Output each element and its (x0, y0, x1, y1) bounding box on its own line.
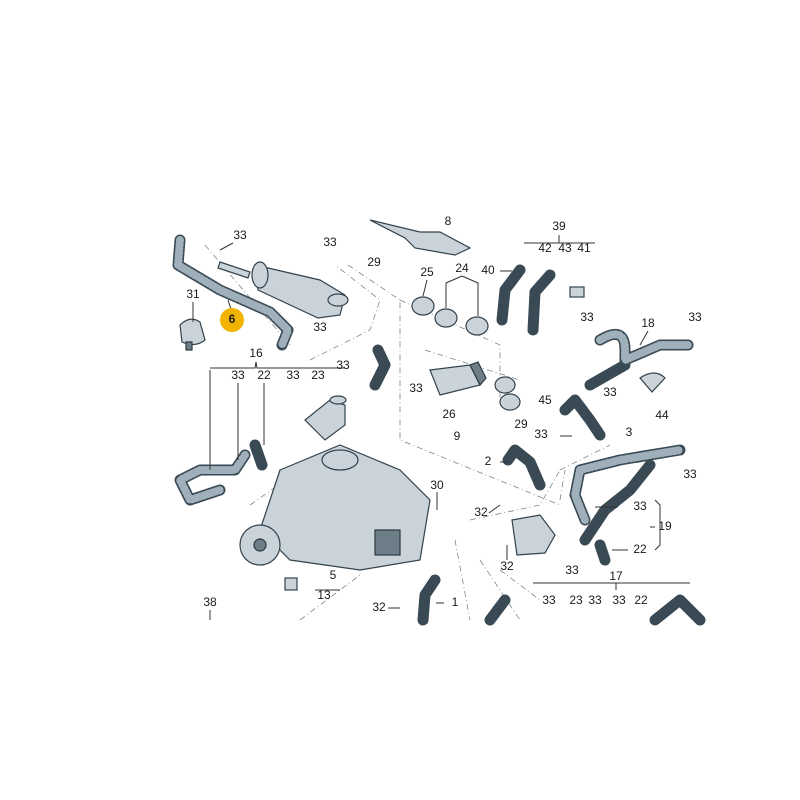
callout-19: 19 (658, 519, 672, 533)
callout-18: 18 (641, 316, 655, 330)
callout-16: 16 (249, 346, 263, 360)
callout-24: 24 (455, 261, 469, 275)
callout-5: 5 (330, 568, 337, 582)
callout-44: 44 (655, 408, 669, 422)
callout-33: 33 (683, 467, 697, 481)
callout-33: 33 (336, 358, 350, 372)
callout-17: 17 (609, 569, 623, 583)
callout-39: 39 (552, 219, 566, 233)
callout-33: 33 (233, 228, 247, 242)
callout-2: 2 (485, 454, 492, 468)
callout-32: 32 (372, 600, 386, 614)
callout-33: 33 (323, 235, 337, 249)
callout-33: 33 (633, 499, 647, 513)
callout-29: 29 (367, 255, 381, 269)
clamp-45 (494, 376, 521, 411)
callout-23: 23 (311, 368, 325, 382)
egr-cooler (217, 261, 349, 319)
callout-22: 22 (257, 368, 271, 382)
callout-9: 9 (454, 429, 461, 443)
valve-23 (304, 395, 347, 441)
callout-33: 33 (286, 368, 300, 382)
part-31 (179, 318, 206, 351)
hose-18 (584, 328, 694, 393)
callout-45: 45 (538, 393, 552, 407)
callout-3: 3 (626, 425, 633, 439)
hose-19 (569, 444, 686, 566)
callout-41: 41 (577, 241, 591, 255)
callout-29: 29 (514, 417, 528, 431)
callout-32: 32 (500, 559, 514, 573)
callout-26: 26 (442, 407, 456, 421)
callout-13: 13 (317, 588, 331, 602)
callout-23: 23 (569, 593, 583, 607)
callout-33: 33 (612, 593, 626, 607)
callout-33: 33 (534, 427, 548, 441)
callout-33: 33 (231, 368, 245, 382)
callout-8: 8 (445, 214, 452, 228)
callout-33: 33 (688, 310, 702, 324)
leader-lines (192, 235, 690, 620)
callout-32: 32 (474, 505, 488, 519)
callout-22: 22 (633, 542, 647, 556)
callout-31: 31 (186, 287, 200, 301)
assembly-dash-lines (204, 244, 611, 621)
callout-43: 43 (558, 241, 572, 255)
lower-hoses (284, 577, 706, 626)
callout-33: 33 (580, 310, 594, 324)
callout-6: 6 (229, 312, 236, 326)
callout-38: 38 (203, 595, 217, 609)
clamps-24-25 (411, 296, 489, 336)
callout-25: 25 (420, 265, 434, 279)
hose-3 (559, 394, 606, 441)
callout-33: 33 (313, 320, 327, 334)
callout-40: 40 (481, 263, 495, 277)
bracket-8 (369, 219, 472, 256)
engine-block (239, 444, 431, 571)
callout-33: 33 (542, 593, 556, 607)
connector-40 (496, 264, 585, 336)
highlight-marker (220, 308, 244, 332)
callout-30: 30 (430, 478, 444, 492)
callout-33: 33 (409, 381, 423, 395)
callout-1: 1 (452, 595, 459, 609)
callout-33: 33 (565, 563, 579, 577)
hose-16 (174, 344, 391, 506)
hose-2 (502, 444, 546, 491)
hose-6 (172, 234, 294, 351)
callout-33: 33 (588, 593, 602, 607)
oil-cooler (511, 514, 556, 556)
callout-22: 22 (634, 593, 648, 607)
callout-42: 42 (538, 241, 552, 255)
callout-33: 33 (603, 385, 617, 399)
pump-26 (429, 361, 487, 396)
hose-1 (417, 574, 441, 626)
